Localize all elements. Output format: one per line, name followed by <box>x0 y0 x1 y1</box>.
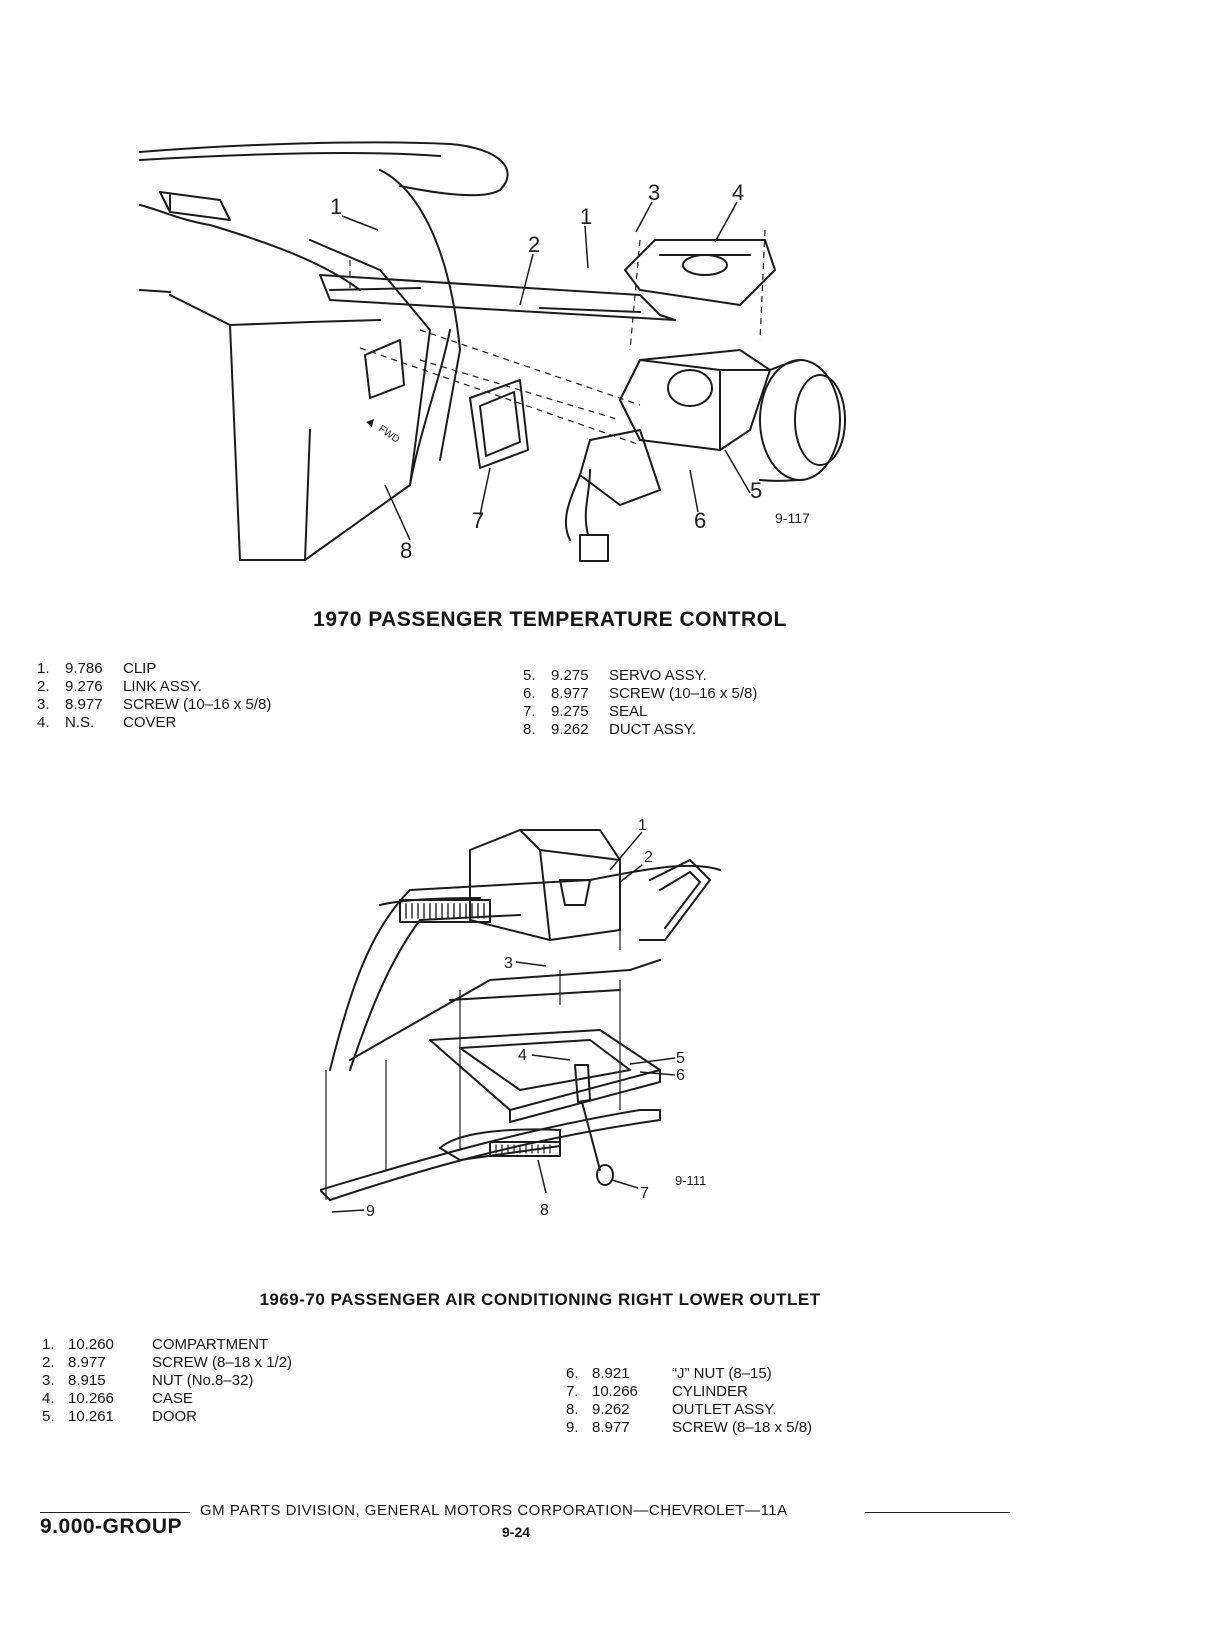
callout-1: 1 <box>638 817 647 834</box>
callout-8: 8 <box>540 1202 549 1219</box>
callout-2: 2 <box>528 232 540 257</box>
group-label: 9.000-GROUP <box>40 1515 183 1538</box>
figure1-title: 1970 PASSENGER TEMPERATURE CONTROL <box>313 608 787 631</box>
callout-7: 7 <box>472 508 484 533</box>
callout-9: 9 <box>366 1203 375 1220</box>
callout-3: 3 <box>504 955 513 972</box>
figure-code: 9-111 <box>675 1173 706 1188</box>
fwd-label: FWD <box>376 423 401 445</box>
callout-5: 5 <box>676 1050 685 1067</box>
callout-4: 4 <box>518 1047 527 1064</box>
part-row: 4.N.S.COVER <box>37 714 177 731</box>
callout-4: 4 <box>732 180 744 205</box>
callout-7: 7 <box>640 1185 649 1202</box>
callout-1b: 1 <box>580 204 592 229</box>
page-number: 9-24 <box>502 1524 531 1540</box>
footer-rule-left <box>40 1512 190 1513</box>
callout-3: 3 <box>648 180 660 205</box>
fwd-arrow-icon <box>366 419 374 427</box>
callout-2: 2 <box>644 849 653 866</box>
figure-temperature-control: 1 1 2 3 4 5 6 7 8 9-117 FWD <box>120 130 900 600</box>
figure-right-lower-outlet: 1 2 3 4 5 6 7 8 9 9-111 <box>320 810 760 1250</box>
callout-8: 8 <box>400 538 412 563</box>
figure-code: 9-117 <box>775 510 810 526</box>
callout-1a: 1 <box>330 194 342 219</box>
footer-rule-right <box>865 1512 1010 1513</box>
callout-5: 5 <box>750 478 762 503</box>
part-row: 6.8.921“J” NUT (8–15) <box>566 1365 772 1382</box>
outlet-drawing: 1 2 3 4 5 6 7 8 9 9-111 <box>320 817 721 1220</box>
callout-6: 6 <box>676 1067 685 1084</box>
temperature-control-drawing: 1 1 2 3 4 5 6 7 8 9-117 FWD <box>139 141 846 563</box>
footer-division: GM PARTS DIVISION, GENERAL MOTORS CORPOR… <box>200 1502 788 1519</box>
callout-6: 6 <box>694 508 706 533</box>
figure2-title: 1969-70 PASSENGER AIR CONDITIONING RIGHT… <box>259 1290 821 1309</box>
